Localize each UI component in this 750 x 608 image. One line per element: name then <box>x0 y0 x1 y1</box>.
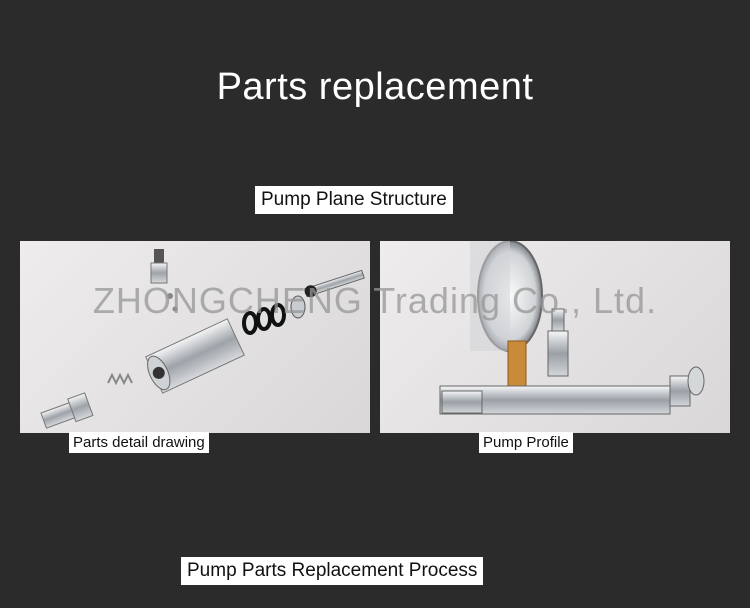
pump-body-part <box>145 318 245 394</box>
o-ring-parts <box>242 295 306 335</box>
pump-main-body <box>439 366 705 415</box>
pump-profile-caption: Pump Profile <box>479 432 573 453</box>
left-fitting-part <box>40 392 94 429</box>
parts-exploded-illustration <box>40 249 365 429</box>
pressure-gauge-part <box>470 241 543 352</box>
footer-label: Pump Parts Replacement Process <box>181 557 484 585</box>
top-fitting-part <box>150 249 168 284</box>
section-label: Pump Plane Structure <box>255 186 453 214</box>
pump-profile-illustration <box>439 241 705 415</box>
piston-rod-part <box>304 269 365 298</box>
page-title: Parts replacement <box>216 66 534 108</box>
parts-detail-image <box>20 241 370 433</box>
valve-part <box>547 308 569 377</box>
spring-part <box>107 372 133 386</box>
parts-detail-caption: Parts detail drawing <box>69 432 209 453</box>
brass-fitting-part <box>507 340 527 387</box>
pump-profile-image <box>380 241 730 433</box>
